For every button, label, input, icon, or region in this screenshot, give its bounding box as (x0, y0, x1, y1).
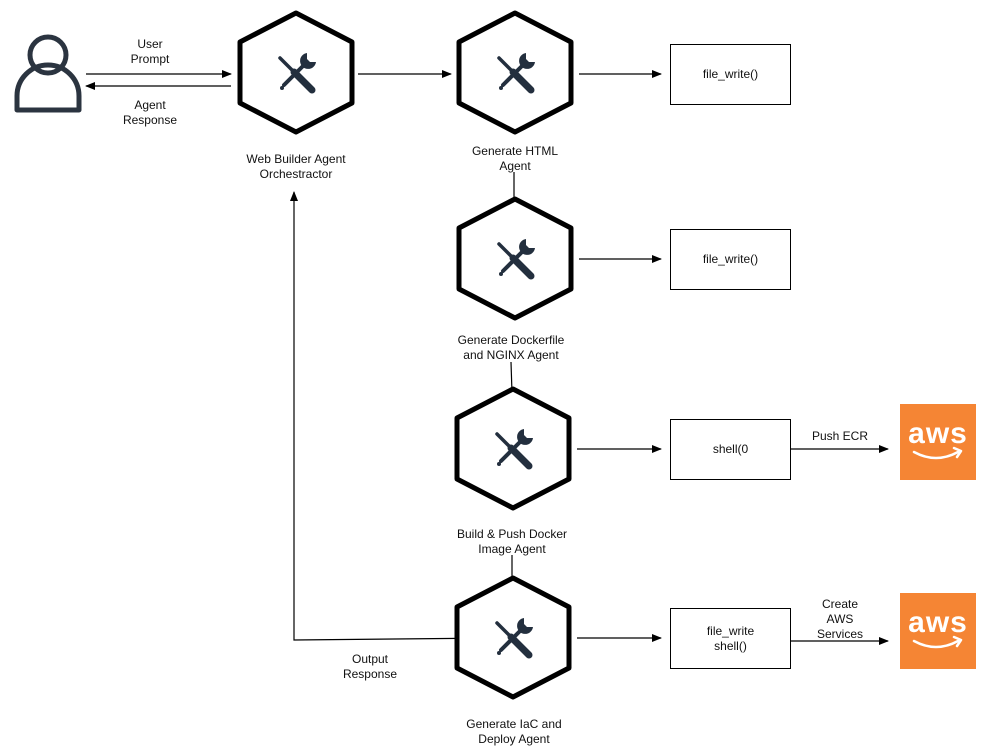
agent-label-orchestrator: Web Builder Agent Orchestractor (246, 152, 346, 181)
tool-box-file-write-dockerfile[interactable]: file_write() (670, 229, 791, 290)
agent-hex-docker-push[interactable] (454, 386, 572, 511)
edge-output-response (290, 191, 499, 641)
agent-label-docker-push: Build & Push Docker Image Agent (456, 527, 568, 556)
agent-hex-orchestrator[interactable] (237, 10, 355, 135)
user-icon (14, 34, 82, 113)
aws-logo-ecr: aws (900, 404, 976, 480)
agent-label-iac: Generate IaC and Deploy Agent (466, 717, 562, 746)
aws-logo-services: aws (900, 593, 976, 669)
tool-box-file-write-shell[interactable]: file_write shell() (670, 608, 791, 669)
create-aws-label: Create AWS Services (816, 597, 863, 641)
agent-hex-html[interactable] (456, 10, 574, 135)
tool-box-shell[interactable]: shell(0 (670, 419, 791, 480)
agent-response-label: Agent Response (122, 98, 178, 127)
output-response-label: Output Response (342, 652, 398, 681)
aws-logo-text: aws (908, 417, 968, 450)
tool-box-file-write-html[interactable]: file_write() (670, 44, 791, 105)
agent-label-dockerfile: Generate Dockerfile and NGINX Agent (457, 333, 565, 362)
agent-label-html: Generate HTML Agent (471, 144, 559, 173)
aws-smile-icon (912, 635, 963, 649)
agent-hex-dockerfile[interactable] (456, 196, 574, 321)
aws-smile-icon (912, 446, 963, 460)
push-ecr-label: Push ECR (811, 429, 869, 443)
aws-logo-text: aws (908, 606, 968, 639)
user-prompt-label: User Prompt (130, 37, 170, 66)
agent-hex-iac[interactable] (454, 575, 572, 700)
